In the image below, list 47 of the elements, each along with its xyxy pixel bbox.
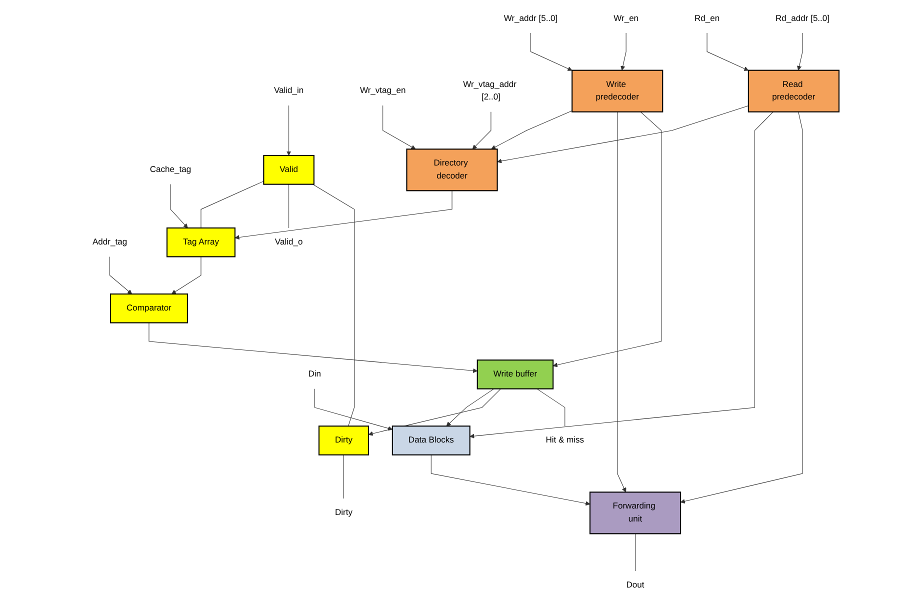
arrow <box>497 105 749 164</box>
data-block: Data Blocks <box>392 426 470 456</box>
signal-label: Addr_tag <box>92 238 128 247</box>
arrow <box>368 388 502 436</box>
signal-label: Hit & miss <box>546 436 584 445</box>
arrow <box>470 112 774 438</box>
buffer-box: Write buffer <box>476 360 554 390</box>
signal-label: Wr_vtag_en <box>360 86 406 96</box>
array-box: Tag Array <box>166 227 236 258</box>
decoder-box: Directory decoder <box>406 148 498 192</box>
signal-label: Din <box>308 370 321 379</box>
signal-label: Dout <box>626 580 644 590</box>
arrow <box>382 105 416 150</box>
signal-label: Dirty <box>334 508 352 518</box>
arrow <box>680 112 803 504</box>
signal-label: Wr_vtag_addr [2..0] <box>463 80 516 102</box>
unit-bar: Forwarding unit <box>589 492 682 534</box>
arrow <box>797 32 803 71</box>
arrow <box>110 256 132 294</box>
arrow <box>430 454 590 506</box>
arrow <box>536 388 566 426</box>
signal-label: Rd_addr [5..0] <box>776 14 830 23</box>
array-box: Comparator <box>110 293 188 324</box>
arrow <box>552 112 662 368</box>
signal-label: Valid_in <box>274 86 304 96</box>
signal-label: Wr_en <box>614 14 639 23</box>
arrow <box>472 112 492 150</box>
signal-label: Wr_addr [5..0] <box>504 14 558 23</box>
arrow <box>706 32 749 71</box>
arrow <box>620 32 626 71</box>
arrow <box>314 388 393 431</box>
signal-label: Rd_en <box>694 14 720 23</box>
arrow <box>446 388 494 426</box>
arrow <box>617 112 626 492</box>
signal-label: Valid_o <box>274 238 303 247</box>
decoder-box: Read predecoder <box>748 70 840 112</box>
arrow <box>491 110 572 150</box>
array-box: Valid <box>263 155 314 185</box>
arrow <box>148 322 478 373</box>
signal-label: Cache_tag <box>150 165 192 174</box>
arrow <box>530 32 572 71</box>
arrow <box>286 105 292 156</box>
arrow <box>234 190 452 240</box>
decoder-box: Write predecoder <box>572 70 664 112</box>
arrow <box>170 184 188 228</box>
arrow <box>171 256 202 294</box>
array-box: Dirty <box>318 426 369 456</box>
